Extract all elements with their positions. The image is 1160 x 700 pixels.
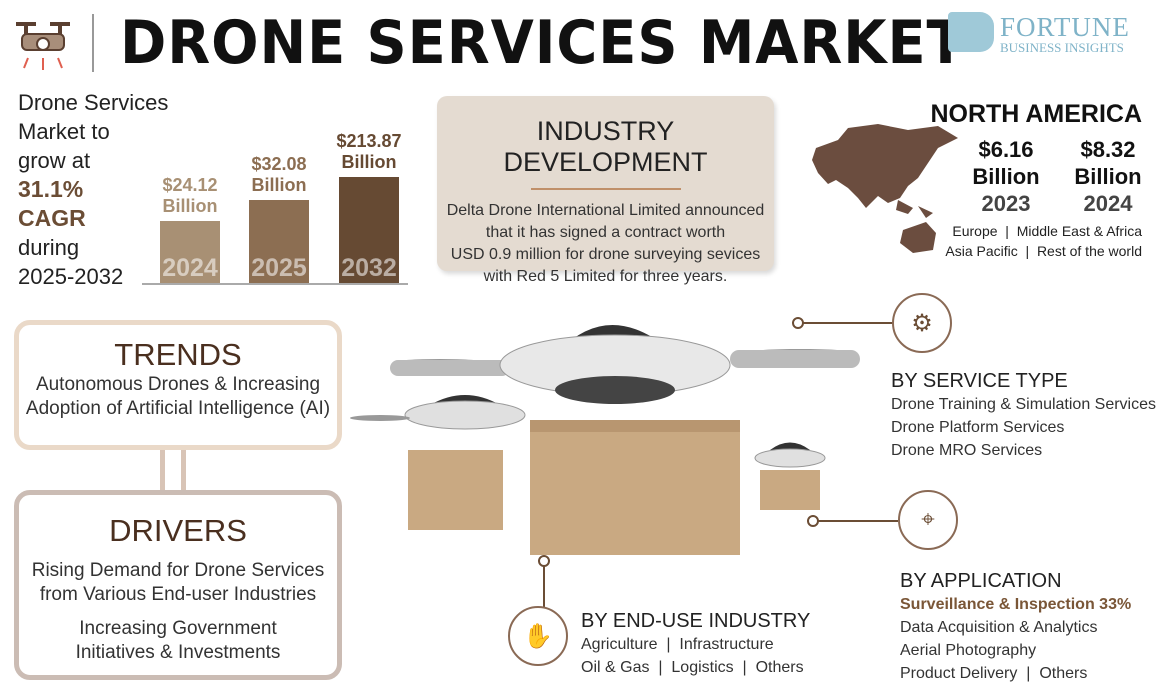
year: 2023 [981, 191, 1031, 216]
industry-text: with Red 5 Limited for three years. [483, 268, 728, 285]
connector-line [803, 322, 893, 324]
drivers-text: Initiatives & Investments [75, 642, 281, 663]
year: 2024 [1083, 191, 1133, 216]
service-type-item: Drone MRO Services [891, 442, 1043, 459]
application-highlight: Surveillance & Inspection 33% [900, 596, 1132, 613]
drivers-text: Rising Demand for Drone Services [31, 560, 325, 581]
application-item: Data Acquisition & Analytics [900, 619, 1098, 636]
application-section: BY APPLICATION Surveillance & Inspection… [900, 570, 1131, 685]
bar-2032: 2032 [339, 177, 399, 283]
delivery-drones-illustration [350, 300, 890, 565]
growth-line: Drone Services [18, 90, 169, 115]
industry-text: that it has signed a contract worth [485, 224, 726, 241]
value: $6.16 [978, 137, 1034, 162]
industry-title: INDUSTRY DEVELOPMENT [503, 116, 708, 177]
end-use-item: Oil & Gas | Logistics | Others [581, 659, 804, 676]
service-type-title: BY SERVICE TYPE [891, 370, 1068, 392]
application-item: Aerial Photography [900, 642, 1037, 659]
title-rule [530, 188, 681, 190]
connector-dot [538, 555, 550, 567]
other-regions: Europe | Middle East & Africa [952, 223, 1142, 239]
region-value-2023: $6.16 Billion 2023 [966, 136, 1046, 217]
trends-card: TRENDS Autonomous Drones & Increasing Ad… [14, 320, 342, 450]
application-item: Product Delivery | Others [900, 665, 1088, 682]
unit: Billion [972, 164, 1040, 189]
fb-logo-mark-icon [948, 12, 994, 52]
bar-year-label: 2025 [251, 254, 307, 282]
connector-line [818, 520, 898, 522]
bar-2025: 2025 [249, 200, 309, 283]
cagr-value: 31.1% [18, 176, 84, 202]
service-type-icon: ⚙ [892, 293, 952, 353]
bar-2024: 2024 [160, 221, 220, 283]
growth-summary: Drone Services Market to grow at 31.1% C… [18, 88, 168, 291]
header-divider [92, 14, 94, 72]
cagr-label: CAGR [18, 205, 86, 231]
drivers-text: Increasing Government [79, 618, 277, 639]
unit: Billion [1074, 164, 1142, 189]
growth-line: during [18, 235, 80, 260]
forecast-period: 2025-2032 [18, 264, 124, 289]
region-title: NORTH AMERICA [930, 100, 1142, 128]
drivers-title: DRIVERS [109, 513, 247, 548]
drivers-card: DRIVERS Rising Demand for Drone Services… [14, 490, 342, 680]
logo-subtext: BUSINESS INSIGHTS [1000, 40, 1124, 55]
service-type-section: BY SERVICE TYPE Drone Training & Simulat… [891, 370, 1156, 462]
other-regions: Asia Pacific | Rest of the world [945, 243, 1142, 259]
end-use-item: Agriculture | Infrastructure [581, 636, 774, 653]
end-use-section: BY END-USE INDUSTRY Agriculture | Infras… [581, 610, 810, 679]
fortune-logo: FORTUNE BUSINESS INSIGHTS [948, 12, 1148, 55]
asia-map-icon [808, 118, 958, 258]
industry-text: Delta Drone International Limited announ… [446, 202, 765, 219]
drone-icon [14, 14, 72, 72]
drivers-text: from Various End-user Industries [39, 584, 317, 605]
growth-line: grow at [18, 148, 91, 173]
connector-dot [792, 317, 804, 329]
bar-year-label: 2024 [162, 254, 218, 282]
industry-development-card: INDUSTRY DEVELOPMENT Delta Drone Interna… [437, 96, 774, 285]
trends-text: Autonomous Drones & Increasing [35, 374, 321, 395]
region-value-2024: $8.32 Billion 2024 [1068, 136, 1148, 217]
trends-text: Adoption of Artificial Intelligence (AI) [25, 398, 331, 419]
connector [160, 450, 186, 492]
service-type-item: Drone Platform Services [891, 419, 1065, 436]
page-title: DRONE SERVICES MARKET [120, 8, 966, 78]
growth-line: Market to [18, 119, 110, 144]
trends-title: TRENDS [114, 337, 242, 372]
service-type-item: Drone Training & Simulation Services [891, 396, 1157, 413]
end-use-icon: ✋ [508, 606, 568, 666]
application-icon: ⌖ [898, 490, 958, 550]
chart-baseline [142, 283, 408, 285]
connector-line [543, 565, 545, 610]
application-title: BY APPLICATION [900, 570, 1062, 592]
bar-year-label: 2032 [341, 254, 397, 282]
logo-text: FORTUNE [1000, 12, 1130, 42]
end-use-title: BY END-USE INDUSTRY [581, 610, 811, 632]
value: $8.32 [1080, 137, 1136, 162]
connector-dot [807, 515, 819, 527]
industry-text: USD 0.9 million for drone surveying sevi… [450, 246, 761, 263]
